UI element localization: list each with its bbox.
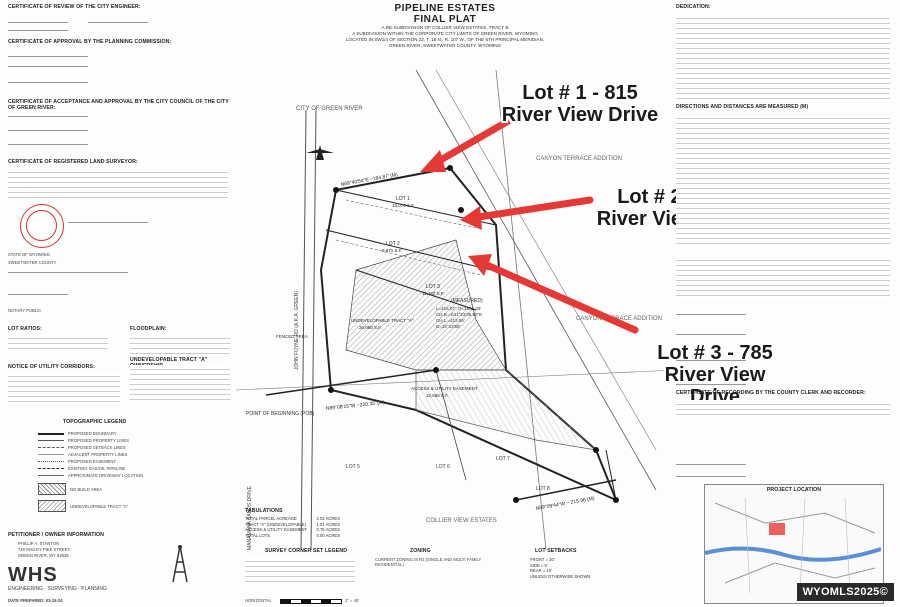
horizontal-label: HORIZONTAL	[245, 598, 272, 603]
collier-label: COLLIER VIEW ESTATES	[426, 518, 497, 524]
curve-3: CH.L.=413.85'	[436, 318, 465, 323]
directions-heading: DIRECTIONS AND DISTANCES ARE MEASURED (M…	[676, 104, 809, 110]
location-map-graphic	[704, 497, 882, 594]
tract-area: 26,958 S.F.	[359, 325, 382, 330]
access-area: 32,556 S.F.	[426, 393, 449, 398]
scale-bar	[280, 599, 342, 604]
parcel-boundary	[319, 166, 618, 502]
plat-title-block: PIPELINE ESTATES FINAL PLAT A RE-SUBDIVI…	[300, 3, 590, 49]
notary-label: NOTARY PUBLIC	[8, 308, 42, 313]
zoning-heading: ZONING	[410, 548, 431, 554]
cert-review-heading: CERTIFICATE OF REVIEW OF THE CITY ENGINE…	[8, 4, 141, 10]
lot-ratios-heading: LOT RATIOS:	[8, 326, 42, 332]
survey-legend-heading: SURVEY CORNER SET LEGEND	[265, 548, 348, 554]
tab-heading: TABULATIONS	[245, 508, 283, 514]
plat-desc-4: GREEN RIVER, SWEETWATER COUNTY, WYOMING	[388, 43, 502, 48]
petitioner-city: GREEN RIVER, WY 82935	[18, 553, 69, 558]
marine-label: MANAMANA SANDS DRIVE	[247, 485, 253, 550]
curve-1: L=415.07', R=1561.33'	[436, 306, 481, 311]
arrow-lot1-icon	[420, 116, 514, 172]
mls-watermark: WYOMLS2025©	[796, 583, 894, 601]
clerk-heading: CERTIFICATE OF RECORDING BY THE COUNTY C…	[676, 390, 866, 396]
survey-legend-lines	[245, 557, 355, 585]
lot1-area: 13,076 S.F.	[392, 203, 415, 208]
scale-label: 1" = 40'	[345, 598, 360, 603]
plat-desc-2: A SUBDIVISION WITHIN THE CORPORATE CITY …	[352, 31, 538, 36]
road-label: JOHN FOYNE RD (A.K.A. GREEN)	[294, 291, 300, 370]
lot6-label: LOT 6	[436, 464, 450, 470]
dedication-text	[676, 14, 890, 100]
clerk-text	[676, 400, 890, 416]
plat-subtitle: FINAL PLAT	[413, 14, 477, 25]
fenced-label: FENCED AREA	[276, 334, 308, 339]
north-arrow-icon	[306, 145, 334, 160]
curve-2: CH.B.=S31°23'35.50"E	[436, 312, 482, 317]
callout-lot3: Lot # 3 - 785 River View Drive	[657, 342, 773, 408]
directions-text	[676, 114, 890, 244]
tower-icon	[168, 544, 192, 589]
state-line: STATE OF WYOMING	[8, 252, 50, 257]
access-easement	[415, 369, 598, 451]
plat-map: CITY OF GREEN RIVER CANYON TERRACE ADDIT…	[236, 70, 676, 550]
topo-legend-list: PROPOSED BOUNDARY PROPOSED PROPERTY LINE…	[38, 430, 218, 513]
surveyor-seal	[20, 204, 64, 248]
left-certificates: CERTIFICATE OF REVIEW OF THE CITY ENGINE…	[8, 4, 233, 604]
cert-council-heading: CERTIFICATE OF ACCEPTANCE AND APPROVAL B…	[8, 99, 229, 111]
access-label: ACCESS & UTILITY EASEMENT	[411, 386, 478, 391]
plat-desc-1: A RE-SUBDIVISION OF COLLIER VIEW ESTATES…	[381, 25, 509, 30]
topo-legend-heading: TOPOGRAPHIC LEGEND	[63, 419, 127, 425]
date-prepared: DATE PREPARED: 03-15-24	[8, 598, 63, 603]
lot8-label: LOT 8	[536, 486, 550, 492]
arrow-lot3-icon	[468, 254, 639, 334]
tract-a-lines	[130, 365, 230, 400]
petitioner-street: 740 MAGGY PIKE STREET	[18, 547, 71, 552]
arrow-lot2-icon	[460, 196, 594, 230]
lot2-label: LOT 2	[386, 241, 400, 247]
firm-tagline: ENGINEERING · SURVEYING · PLANNING	[8, 586, 107, 592]
canyon-label-1: CANYON TERRACE ADDITION	[536, 156, 622, 162]
project-location-heading: PROJECT LOCATION	[766, 487, 822, 493]
firm-logo: WHS	[8, 564, 58, 586]
road-edge-right	[310, 109, 317, 550]
lot2-area: 9,871 S.F.	[382, 248, 402, 253]
surveyor-text	[8, 168, 228, 198]
lot7-label: LOT 7	[496, 456, 510, 462]
lot5-label: LOT 5	[346, 464, 360, 470]
setbacks-table: FRONT = 20' SIDE = 5' REAR = 10' UNLESS …	[530, 557, 591, 579]
petitioner-name: PHILLIP A. STANTON	[18, 541, 60, 546]
right-certificates: DEDICATION: DIRECTIONS AND DISTANCES ARE…	[676, 4, 894, 604]
cert-surveyor-heading: CERTIFICATE OF REGISTERED LAND SURVEYOR:	[8, 159, 138, 165]
lot3-area: 11,482 S.F.	[422, 291, 444, 296]
notice-lines	[8, 372, 120, 402]
dedication-heading: DEDICATION:	[676, 4, 711, 10]
petitioner-heading: PETITIONER / OWNER INFORMATION	[8, 532, 104, 538]
plat-title: PIPELINE ESTATES	[394, 3, 496, 14]
floodplain-lines	[130, 334, 230, 354]
lot1-label: LOT 1	[396, 196, 410, 202]
city-label: CITY OF GREEN RIVER	[296, 106, 363, 112]
plat-desc-3: LOCATED IN SW1/4 OF SECTION 22, T. 18 N.…	[345, 37, 545, 42]
pob-label: POINT OF BEGINNING (POB)	[246, 411, 315, 417]
cert-planning-heading: CERTIFICATE OF APPROVAL BY THE PLANNING …	[8, 39, 172, 45]
county-line: SWEETWATER COUNTY	[8, 260, 57, 265]
road-edge-left	[300, 109, 307, 550]
lot-ratio-lines	[8, 334, 108, 349]
canyon-label-2: CANYON TERRACE ADDITION	[576, 316, 662, 322]
lot3-label: LOT 3	[426, 284, 440, 290]
floodplain-heading: FLOODPLAIN:	[130, 326, 167, 332]
zoning-text: CURRENT ZONING IS R3 (SINGLE AND MULTI F…	[375, 557, 482, 567]
owner-text	[676, 256, 890, 300]
tract-label: UNDEVELOPABLE TRACT "A"	[351, 318, 414, 323]
curve-4: D=15°13'55"	[436, 324, 462, 329]
measured-label: (MEASURED)	[451, 298, 483, 304]
notice-heading: NOTICE OF UTILITY CORRIDORS:	[8, 364, 95, 370]
callout-lot1: Lot # 1 - 815 River View Drive	[501, 82, 659, 126]
setbacks-heading: LOT SETBACKS	[535, 548, 577, 554]
